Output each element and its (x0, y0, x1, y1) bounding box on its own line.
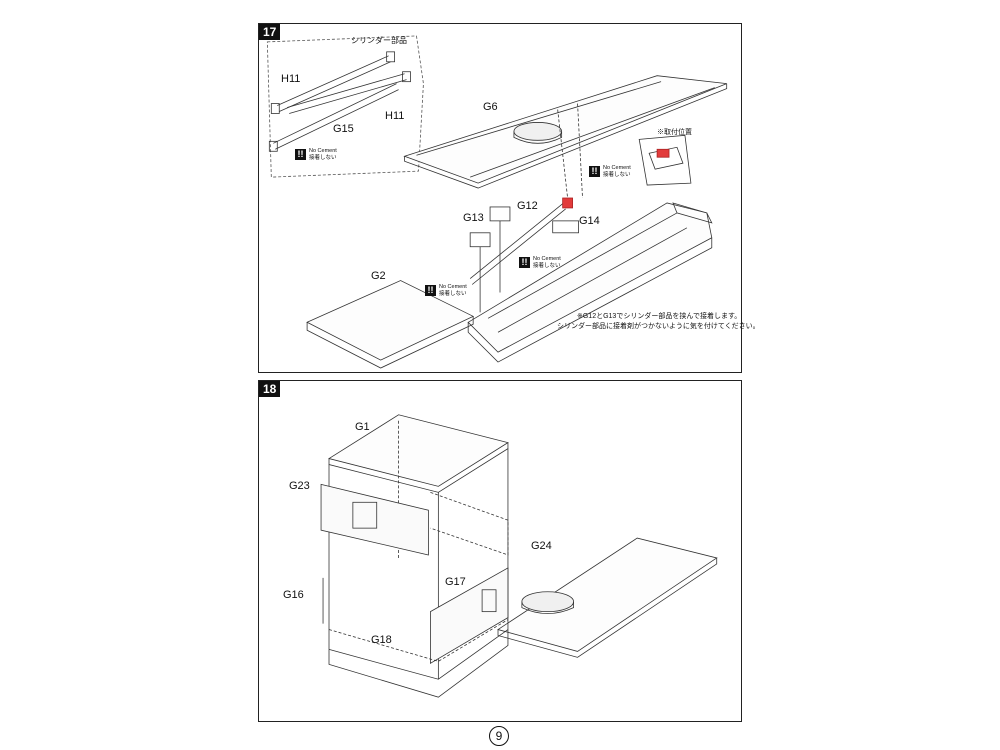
rear-deck-plate (497, 537, 718, 658)
warning-icon: !! (589, 166, 600, 177)
warning-text-en: No Cement (533, 256, 561, 262)
warning-icon: !! (295, 149, 306, 160)
warning-icon: !! (425, 285, 436, 296)
part-label-g16: G16 (283, 589, 304, 601)
page-number: 9 (489, 726, 509, 746)
front-plate-g2 (306, 280, 475, 369)
step-18-illustration (320, 414, 718, 698)
warning-text-en: No Cement (439, 284, 467, 290)
cylinder-assembly (469, 197, 579, 313)
no-cement-warning: !! No Cement 接着しない (519, 256, 561, 269)
assembly-note-line-1: ※G12とG13でシリンダー部品を挟んで接着します。 (577, 313, 742, 320)
chassis-frame (467, 202, 713, 363)
part-label-h11-b: H11 (385, 110, 405, 122)
mount-position-note: ※取付位置 (657, 129, 692, 136)
part-label-g24: G24 (531, 540, 552, 552)
no-cement-warning: !! No Cement 接着しない (295, 148, 337, 161)
warning-text-jp: 接着しない (309, 154, 337, 161)
mount-position-inset (638, 134, 692, 186)
part-label-h11-a: H11 (281, 73, 301, 85)
no-cement-warning: !! No Cement 接着しない (425, 284, 467, 297)
panel-g24-guide (430, 491, 509, 556)
step-17-panel: 17 (258, 23, 760, 373)
warning-text-en: No Cement (309, 148, 337, 154)
part-label-g2: G2 (371, 270, 386, 282)
no-cement-warning: !! No Cement 接着しない (589, 165, 631, 178)
step-number: 17 (259, 24, 281, 40)
warning-icon: !! (519, 257, 530, 268)
part-label-g23: G23 (289, 480, 310, 492)
side-panel-g17 (430, 567, 509, 665)
part-label-g17: G17 (445, 576, 466, 588)
inset-title: シリンダー部品 (351, 36, 407, 45)
step-18-panel: 18 (258, 380, 742, 722)
inset-dashed-frame (266, 35, 424, 178)
cylinder-parts (268, 51, 411, 152)
part-label-g14: G14 (579, 215, 600, 227)
warning-text-en: No Cement (603, 165, 631, 171)
assembly-note-line-2: シリンダー部品に接着剤がつかないように気を付けてください。 (557, 323, 760, 330)
step-number: 18 (259, 381, 281, 397)
part-label-g12: G12 (517, 200, 538, 212)
side-panel-g23 (320, 483, 429, 556)
step-17-illustration (266, 35, 728, 369)
part-label-g6: G6 (483, 101, 498, 113)
deck-plate-g6 (403, 75, 728, 199)
warning-text-jp: 接着しない (533, 262, 561, 269)
warning-text-jp: 接着しない (439, 290, 467, 297)
part-label-g1: G1 (355, 421, 370, 433)
warning-text-jp: 接着しない (603, 171, 631, 178)
part-label-g13: G13 (463, 212, 484, 224)
part-label-g18: G18 (371, 634, 392, 646)
part-label-g15: G15 (333, 123, 354, 135)
